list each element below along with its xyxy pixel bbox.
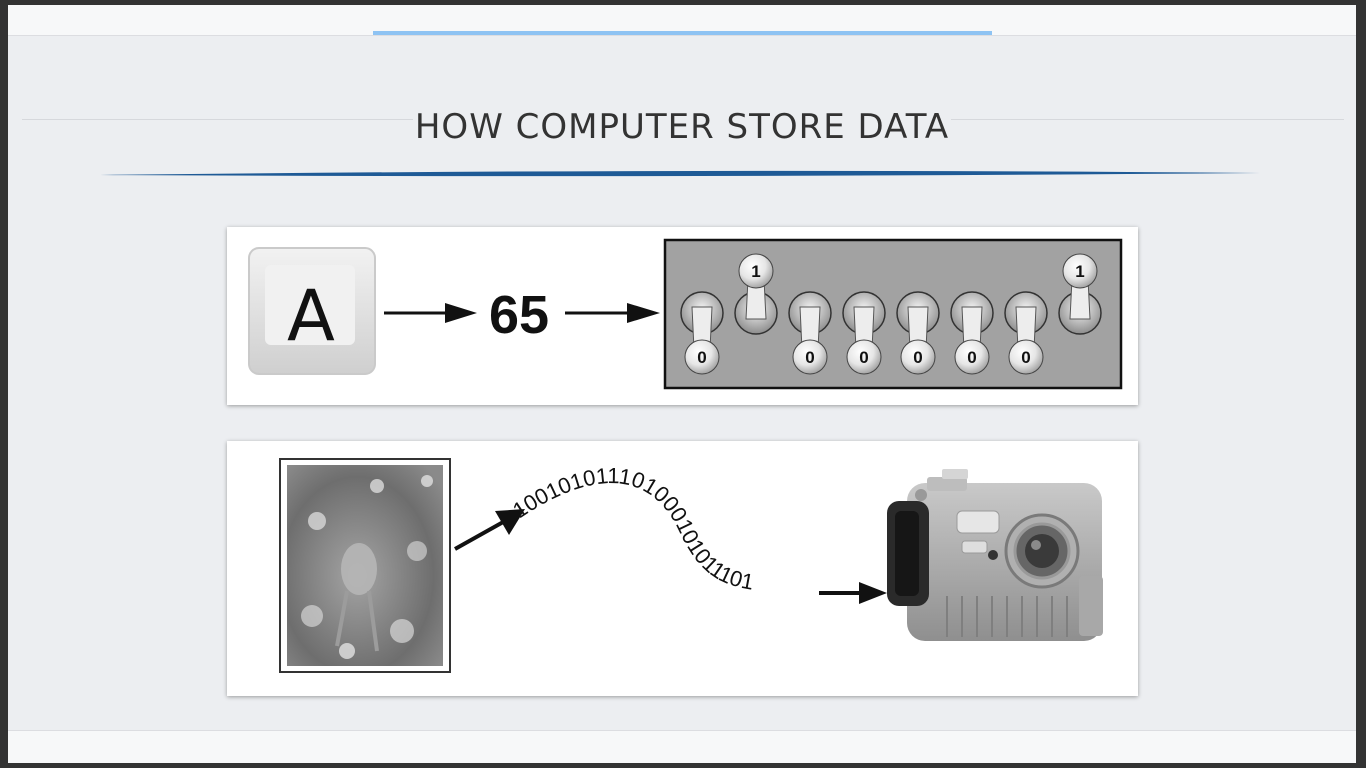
switch-bit-label: 0	[913, 348, 922, 367]
switch-bit-label: 1	[1075, 262, 1084, 281]
slide: HOW COMPUTER STORE DATA	[8, 5, 1356, 763]
toggle-switch: 1	[1058, 253, 1102, 335]
switch-bit-label: 0	[859, 348, 868, 367]
ascii-code: 65	[489, 285, 549, 345]
arrow-right-icon	[454, 509, 525, 551]
photo-image	[279, 458, 451, 673]
toggle-switch: 0	[896, 291, 940, 375]
switch-board: 0 1 0 0 0 0 0 1	[663, 238, 1123, 390]
toggle-switch: 0	[1004, 291, 1048, 375]
bottom-toolbar	[8, 730, 1356, 763]
text-encoding-panel: A 65 0 1 0 0 0 0 0 1	[227, 227, 1138, 405]
camera-icon	[887, 469, 1103, 641]
binary-stream-text: 100101011101000101011101	[508, 463, 756, 595]
toggle-switch: 0	[788, 291, 832, 375]
switch-bit-label: 0	[1021, 348, 1030, 367]
arrow-right-icon	[565, 303, 660, 323]
switch-bit-label: 1	[751, 262, 760, 281]
toggle-switch: 0	[680, 291, 724, 375]
keyboard-key-graphic: A	[248, 247, 376, 375]
toggle-switch: 0	[950, 291, 994, 375]
toggle-switch: 0	[842, 291, 886, 375]
top-toolbar	[8, 5, 1356, 36]
arrow-right-icon	[819, 582, 887, 604]
binary-stream: 100101011101000101011101	[508, 463, 756, 595]
arrow-right-icon	[384, 303, 477, 323]
switch-bit-label: 0	[805, 348, 814, 367]
slide-title-wrap: HOW COMPUTER STORE DATA	[8, 105, 1356, 149]
title-underline-swoosh	[100, 170, 1260, 177]
image-encoding-panel: 100101011101000101011101	[227, 441, 1138, 696]
slide-title: HOW COMPUTER STORE DATA	[412, 107, 952, 147]
progress-bar	[373, 31, 992, 35]
toggle-switch: 1	[734, 253, 778, 335]
switch-bit-label: 0	[967, 348, 976, 367]
key-letter: A	[287, 275, 335, 357]
switch-bit-label: 0	[697, 348, 706, 367]
